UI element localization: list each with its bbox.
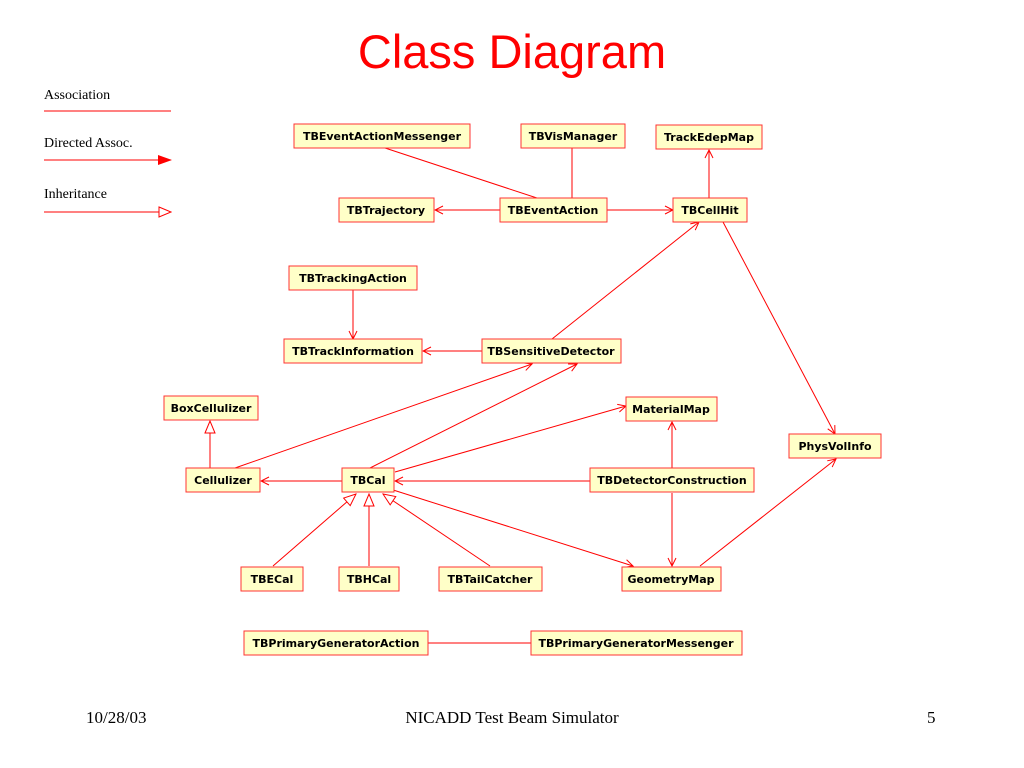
class-box-trackedepmap [655,124,763,150]
legend-inheritance-label: Inheritance [44,187,107,202]
class-box-tbprimarygeneratoraction [243,630,429,656]
class-label: TrackEdepMap [664,131,754,144]
class-box-tbeventactionmessenger [293,123,471,149]
class-box: TBPrimaryGeneratorMessenger [530,630,743,656]
legend-directed-label: Directed Assoc. [44,136,133,151]
edge-geometrymap-physvolinfo [699,459,836,567]
class-box-tbtrajectory [338,197,435,223]
class-label: TBEventAction [508,204,599,217]
class-box: TBSensitiveDetector [481,338,622,364]
class-box-tbdetectorconstruction [589,467,755,493]
class-label: TBEventActionMessenger [303,130,462,143]
class-box: TBCal [341,467,395,493]
class-box: TBCellHit [672,197,748,223]
class-box-geometrymap [621,566,722,592]
class-label: TBTrackingAction [299,272,407,285]
class-box: TBPrimaryGeneratorAction [243,630,429,656]
class-box-tbprimarygeneratormessenger [530,630,743,656]
class-box: PhysVolInfo [788,433,882,459]
page-number: 5 [927,708,936,727]
class-label: TBECal [251,573,294,586]
edge-cellulizer-sensdet [234,364,532,469]
class-box-tbeventaction [499,197,608,223]
class-label: TBCal [350,474,385,487]
class-label: TBPrimaryGeneratorMessenger [538,637,734,650]
class-box: TBTailCatcher [438,566,543,592]
class-box: TBVisManager [520,123,626,149]
class-box: TBECal [240,566,304,592]
relations [210,146,836,644]
class-label: TBCellHit [681,204,738,217]
class-label: TBVisManager [529,130,618,143]
class-label: TBHCal [347,573,391,586]
class-box: TBEventActionMessenger [293,123,471,149]
class-label: GeometryMap [627,573,714,586]
class-box: MaterialMap [625,396,718,422]
class-label: BoxCellulizer [171,402,252,415]
class-box: TBHCal [338,566,400,592]
class-box-tbcellhit [672,197,748,223]
edge-tbecal-tbcal [272,494,356,567]
class-box-tbtrackinformation [283,338,423,364]
class-box-tbecal [240,566,304,592]
class-box: BoxCellulizer [163,395,259,421]
edge-tailcatcher-tbcal [383,494,491,567]
footer-date: 10/28/03 [86,708,147,727]
class-box-cellulizer [185,467,261,493]
class-box-physvolinfo [788,433,882,459]
edge-tbcal-sensdet [369,364,577,469]
class-label: TBTrajectory [347,204,425,217]
class-box-tbvismanager [520,123,626,149]
class-label: MaterialMap [632,403,710,416]
edge-cellhit-physvolinfo [722,221,835,434]
edge-sensdet-cellhit [551,222,699,340]
class-box-tbhcal [338,566,400,592]
class-box: Cellulizer [185,467,261,493]
class-label: Cellulizer [194,474,252,487]
class-box-materialmap [625,396,718,422]
class-box: TBEventAction [499,197,608,223]
class-box-tbcal [341,467,395,493]
class-box: TBTrackInformation [283,338,423,364]
class-box: TBDetectorConstruction [589,467,755,493]
legend-association-label: Association [44,88,111,103]
class-box: TrackEdepMap [655,124,763,150]
class-label: TBSensitiveDetector [487,345,615,358]
edge-messenger-eventaction [381,146,541,200]
edge-tbcal-materialmap [394,406,626,473]
class-box: TBTrajectory [338,197,435,223]
slide-title: Class Diagram [357,25,667,78]
class-label: TBTailCatcher [448,573,534,586]
class-label: PhysVolInfo [798,440,872,453]
class-label: TBDetectorConstruction [597,474,746,487]
class-box-tbsensitivedetector [481,338,622,364]
footer-title: NICADD Test Beam Simulator [405,708,619,727]
class-box-tbtailcatcher [438,566,543,592]
class-label: TBPrimaryGeneratorAction [253,637,420,650]
class-box-tbtrackingaction [288,265,418,291]
class-label: TBTrackInformation [292,345,414,358]
class-box: GeometryMap [621,566,722,592]
edge-tbcal-geometrymap [389,488,633,566]
class-box-boxcellulizer [163,395,259,421]
class-box: TBTrackingAction [288,265,418,291]
